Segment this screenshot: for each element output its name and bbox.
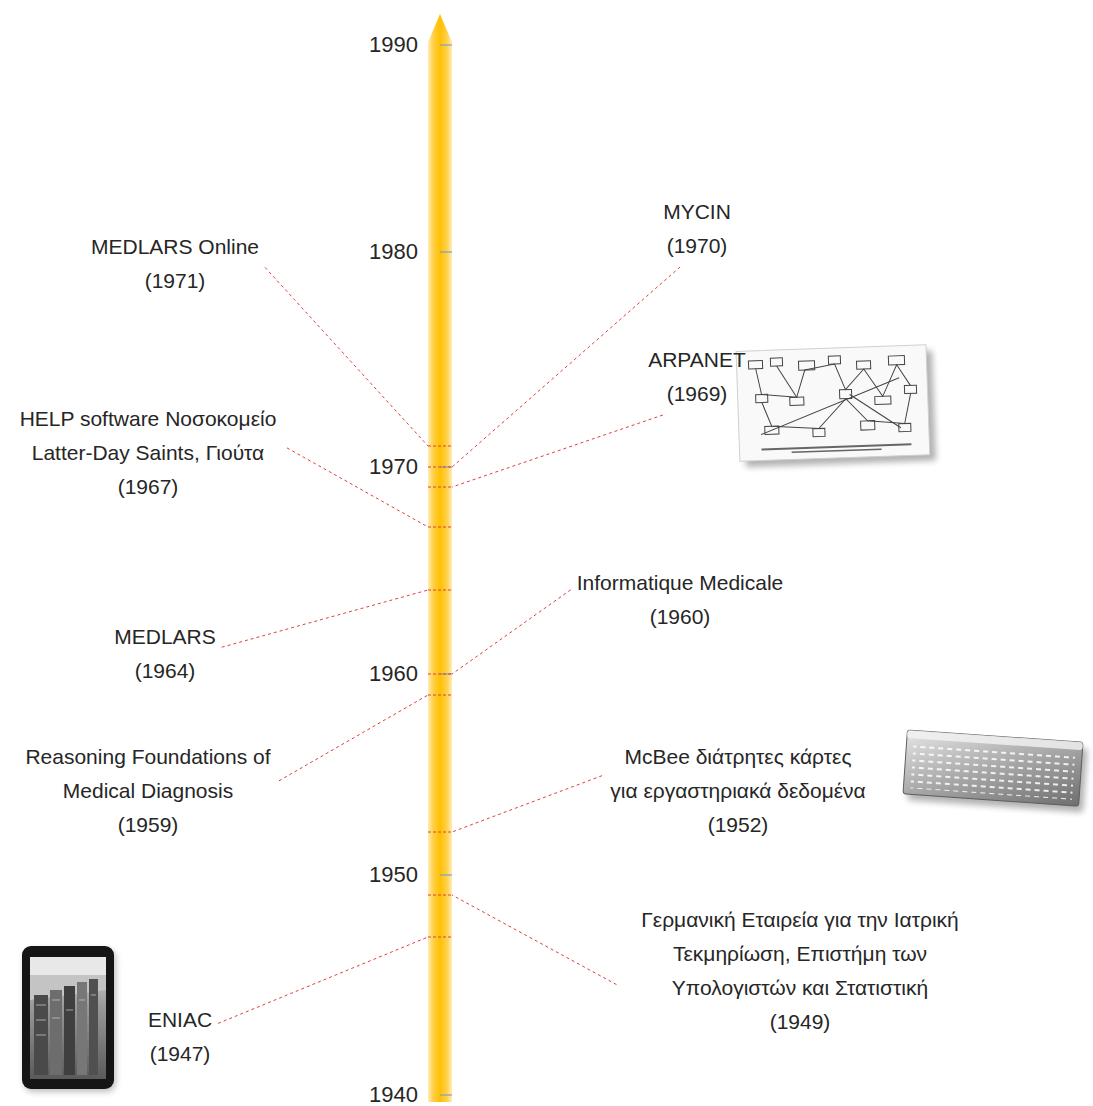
year-label: 1940 bbox=[300, 1082, 418, 1106]
event-group: ARPANET(1969) bbox=[597, 343, 797, 411]
year-marker bbox=[428, 446, 452, 447]
event-year: (1959) bbox=[118, 808, 179, 842]
leader-line bbox=[218, 937, 428, 1023]
event-label: MYCIN bbox=[663, 195, 731, 229]
event-label: MEDLARS Online bbox=[91, 230, 259, 264]
event-label: MEDLARS bbox=[114, 620, 216, 654]
arpanet-map bbox=[736, 345, 936, 468]
event-label: Reasoning Foundations of Medical Diagnos… bbox=[23, 740, 273, 808]
leader-line bbox=[222, 590, 428, 647]
year-marker bbox=[428, 467, 452, 468]
event-year: (1947) bbox=[150, 1037, 211, 1071]
event-label: McBee διάτρητες κάρτες για εργαστηριακά … bbox=[608, 740, 868, 808]
event-group: MEDLARS(1964) bbox=[65, 620, 265, 688]
leader-line bbox=[452, 267, 680, 467]
event-year: (1971) bbox=[145, 264, 206, 298]
leader-line bbox=[452, 895, 617, 985]
year-marker bbox=[428, 487, 452, 488]
event-group: MYCIN(1970) bbox=[597, 195, 797, 263]
leader-line bbox=[265, 267, 428, 446]
punched-card bbox=[903, 730, 1088, 812]
year-label: 1980 bbox=[300, 239, 418, 265]
event-group: HELP software Νοσοκομείο Latter-Day Sain… bbox=[15, 402, 281, 504]
event-year: (1969) bbox=[667, 377, 728, 411]
event-label: ARPANET bbox=[648, 343, 746, 377]
event-year: (1967) bbox=[118, 470, 179, 504]
event-year: (1949) bbox=[770, 1005, 831, 1039]
year-marker bbox=[428, 674, 452, 675]
year-marker bbox=[428, 590, 452, 591]
leader-line bbox=[279, 695, 428, 781]
year-label: 1960 bbox=[300, 661, 418, 687]
year-label: 1990 bbox=[300, 32, 418, 58]
event-group: Reasoning Foundations of Medical Diagnos… bbox=[23, 740, 273, 842]
eniac-photo bbox=[22, 946, 116, 1092]
year-marker bbox=[428, 895, 452, 896]
leader-line bbox=[452, 415, 663, 487]
leader-line bbox=[452, 590, 571, 674]
event-year: (1964) bbox=[135, 654, 196, 688]
year-marker bbox=[428, 937, 452, 938]
event-label: Informatique Medicale bbox=[577, 566, 784, 600]
event-group: Informatique Medicale(1960) bbox=[550, 566, 810, 634]
year-label: 1970 bbox=[300, 454, 418, 480]
year-marker bbox=[428, 695, 452, 696]
leader-line bbox=[287, 448, 428, 527]
event-group: ENIAC(1947) bbox=[120, 1003, 240, 1071]
time-bar bbox=[428, 14, 452, 1102]
event-label: ENIAC bbox=[148, 1003, 212, 1037]
event-label: HELP software Νοσοκομείο Latter-Day Sain… bbox=[15, 402, 281, 470]
year-marker bbox=[428, 527, 452, 528]
event-group: MEDLARS Online(1971) bbox=[45, 230, 305, 298]
event-label: Γερμανική Εταιρεία για την Ιατρική Τεκμη… bbox=[623, 903, 978, 1005]
event-year: (1960) bbox=[650, 600, 711, 634]
leader-line bbox=[452, 776, 602, 832]
event-group: Γερμανική Εταιρεία για την Ιατρική Τεκμη… bbox=[623, 903, 978, 1039]
year-label: 1950 bbox=[300, 862, 418, 888]
event-group: McBee διάτρητες κάρτες για εργαστηριακά … bbox=[608, 740, 868, 842]
event-year: (1970) bbox=[667, 229, 728, 263]
year-marker bbox=[428, 832, 452, 833]
event-year: (1952) bbox=[708, 808, 769, 842]
